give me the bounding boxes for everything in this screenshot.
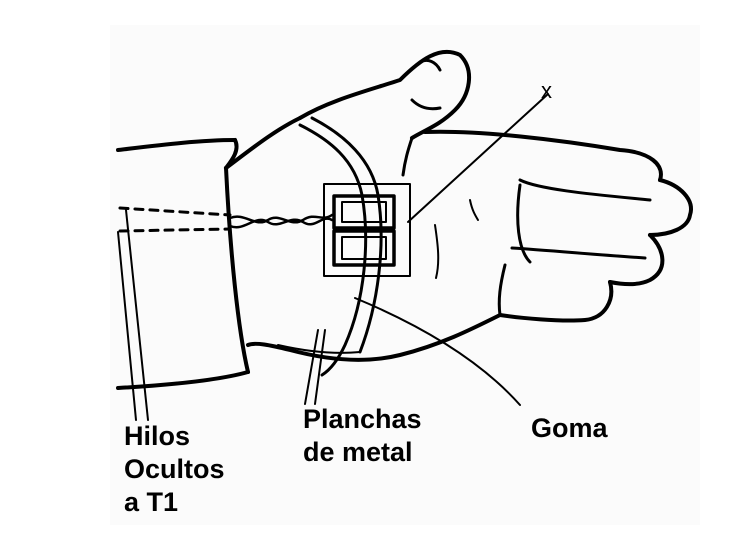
goma-leader [354,297,521,406]
hilos-line-3: a T1 [124,487,179,517]
x-mark-label: x [541,78,552,103]
goma-label: Goma [531,413,608,443]
metal-plates [323,183,411,277]
planchas-line-2: de metal [303,437,413,467]
planchas-line-1: Planchas [303,404,422,434]
sleeve [116,138,250,390]
hidden-wires [118,206,334,233]
planchas-label: Planchas de metal [303,403,422,469]
hilos-ocultos-label: Hilos Ocultos a T1 [124,420,225,519]
x-pointer-line [407,93,549,223]
hilos-leaders [117,209,149,421]
hilos-line-1: Hilos [124,421,191,451]
hilos-line-2: Ocultos [124,454,225,484]
hand-outline [224,49,693,362]
planchas-leaders [304,329,326,405]
